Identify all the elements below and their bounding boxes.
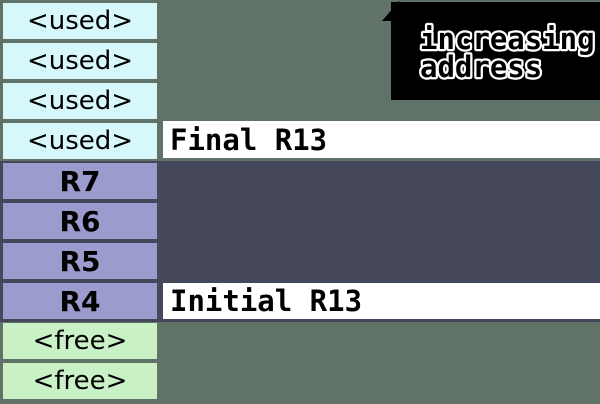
stack-cell-free-1: <free> [3,323,157,359]
stack-cell-used-3: <used> [3,83,157,119]
increasing-address-line1: increasing [420,22,595,56]
stack-cell-free-2: <free> [3,363,157,399]
stack-cell-used-4: <used> [3,123,157,159]
final-sp-band: Final R13 [163,121,600,158]
stack-cell-column: <used> <used> <used> <used> R7 R6 R5 R4 … [3,3,157,403]
up-arrow-icon [382,1,600,100]
stack-cell-r5: R5 [3,243,157,279]
initial-sp-band: Initial R13 [163,283,600,319]
stack-cell-used-1: <used> [3,3,157,39]
initial-sp-label: Initial R13 [170,284,363,318]
stack-cell-r4: R4 [3,283,157,319]
increasing-address-callout: increasing address [382,1,600,100]
stack-cell-used-2: <used> [3,43,157,79]
increasing-address-line2: address [420,50,542,84]
stack-cell-r6: R6 [3,203,157,239]
final-sp-label: Final R13 [170,122,328,157]
stack-cell-r7: R7 [3,163,157,199]
